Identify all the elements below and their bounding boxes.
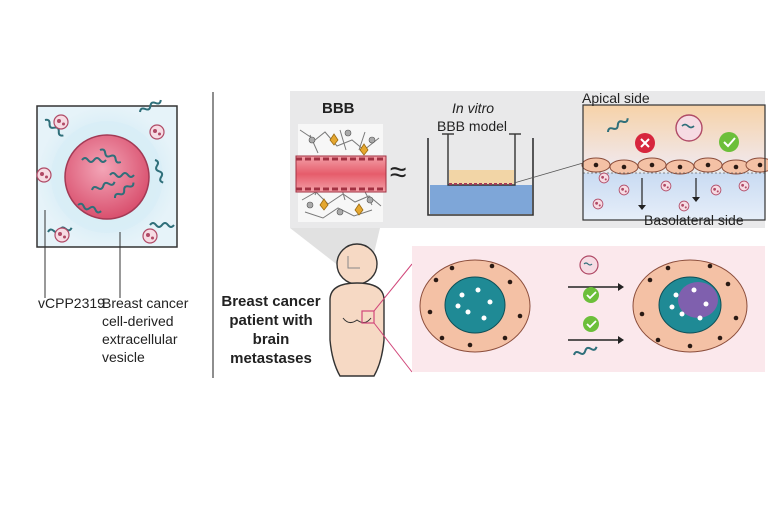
patient-label-line: patient with <box>229 312 313 329</box>
bbb-title: BBB <box>322 100 355 117</box>
patient-label-line: brain <box>252 331 290 348</box>
treatment-arrows <box>568 255 624 358</box>
model-label-line1: In vitro <box>452 100 495 116</box>
blood-vessel <box>295 155 387 193</box>
peptide-label: vCPP2319 <box>38 295 105 311</box>
vesicle-label-line: vesicle <box>102 349 145 365</box>
vesicle-label-line: extracellular <box>102 331 178 347</box>
vesicle-label-line: cell-derived <box>102 313 174 329</box>
tumor-before <box>419 259 531 353</box>
check-icon <box>719 132 739 152</box>
apical-label: Apical side <box>582 90 650 106</box>
vesicle-label-line: Breast cancer <box>102 295 189 311</box>
approx-symbol: ≈ <box>390 156 407 189</box>
patient-figure <box>329 243 413 377</box>
bbb-vessel-illustration <box>295 124 387 222</box>
basolateral-label: Basolateral side <box>644 212 744 228</box>
barrier-zoom <box>581 104 768 221</box>
transwell-model <box>427 133 584 216</box>
tumor-after <box>632 259 748 353</box>
patient-label-line: metastases <box>230 350 312 367</box>
model-label-line2: BBB model <box>437 118 508 134</box>
extracellular-vesicle <box>64 134 150 220</box>
patient-label-line: Breast cancer <box>221 293 321 310</box>
vesicle-illustration <box>36 97 178 298</box>
